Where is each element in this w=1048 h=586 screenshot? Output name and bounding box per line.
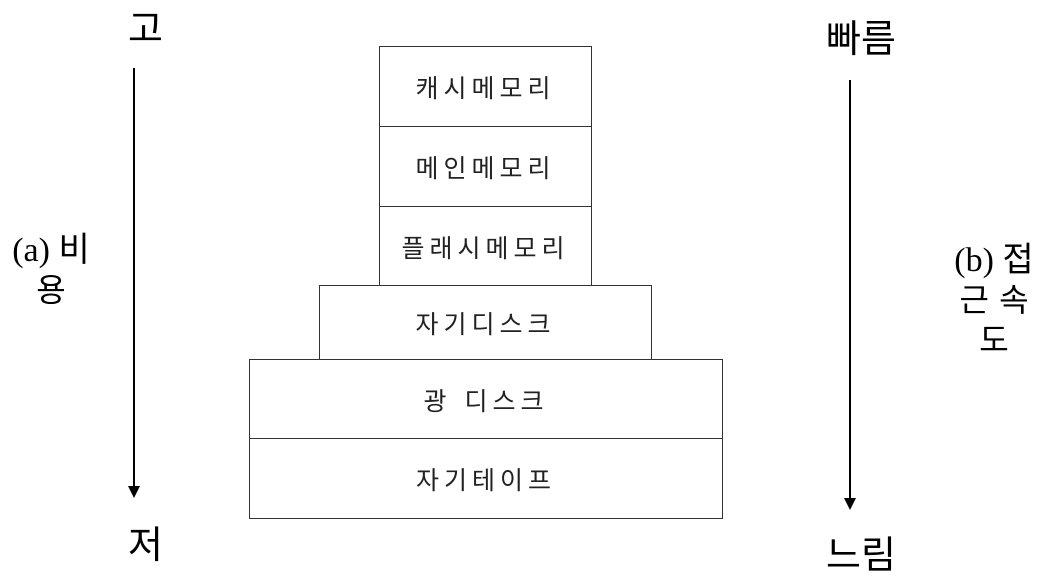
level-cache-memory: 캐시메모리 [379,46,592,128]
speed-arrow [844,80,856,510]
cost-arrow-head [128,486,140,498]
cost-axis-title-line2: 용 [36,271,66,310]
speed-axis-title-line2: 근 속 [959,281,1029,320]
level-magnetic-tape: 자기테이프 [249,438,723,519]
speed-arrow-head [844,498,856,510]
speed-fast-label: 빠름 [826,17,896,61]
level-flash-memory: 플래시메모리 [379,206,592,287]
cost-low-label: 저 [128,523,163,567]
speed-slow-label: 느림 [826,533,896,577]
cost-high-label: 고 [128,7,163,51]
speed-axis-title-line1: (b) 접 [954,242,1034,279]
level-main-memory: 메인메모리 [379,126,592,208]
speed-axis-title-line3: 도 [979,320,1009,359]
cost-axis-title: (a) 비 용 [8,230,94,311]
cost-axis-title-line1: (a) 비 [12,232,90,269]
level-optical-disk: 광 디스크 [249,359,723,440]
cost-arrow [128,68,140,498]
level-magnetic-disk: 자기디스크 [319,285,652,361]
speed-axis-title: (b) 접 근 속 도 [942,240,1046,360]
